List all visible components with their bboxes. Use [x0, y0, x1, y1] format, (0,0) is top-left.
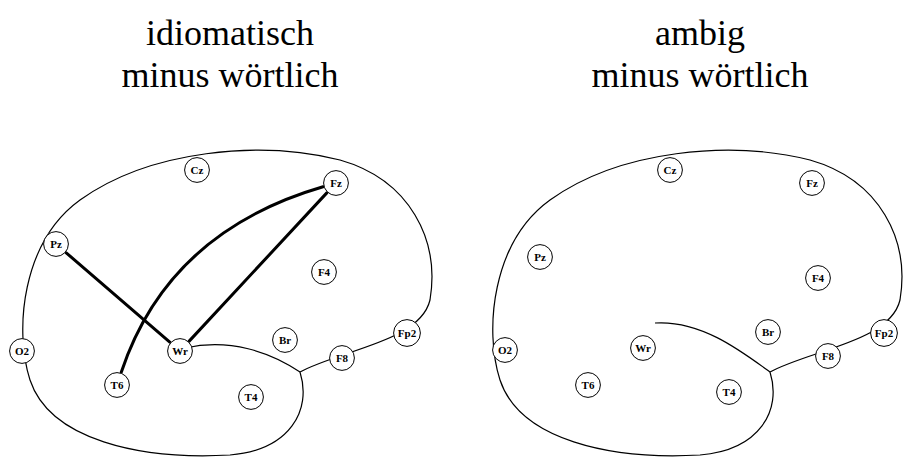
electrode-circle: O2 — [492, 337, 518, 363]
electrode-ring — [44, 232, 69, 257]
coherence-line — [66, 253, 170, 342]
electrode-label: Fz — [330, 177, 342, 189]
electrode-ring — [10, 339, 35, 364]
electrode-label: F4 — [318, 266, 330, 278]
electrode-label: Br — [279, 334, 291, 346]
head-outline-left — [23, 150, 432, 455]
electrode-label: Fp2 — [875, 327, 893, 339]
electrode-label: Pz — [50, 238, 62, 250]
electrode-label: O2 — [15, 345, 29, 357]
electrode-circle: F4 — [311, 259, 337, 285]
electrode-ring — [185, 158, 210, 183]
electrode-ring — [330, 346, 355, 371]
electrode-circle: O2 — [9, 338, 35, 364]
electrode-circle: Wr — [630, 335, 656, 361]
electrode-ring — [816, 344, 841, 369]
electrode-ring — [324, 171, 349, 196]
electrode-circle: Pz — [527, 244, 553, 270]
electrode-circle: Fz — [323, 170, 349, 196]
electrode-label: F8 — [822, 350, 834, 362]
coherence-line — [189, 193, 327, 341]
electrode-label: Cz — [191, 164, 204, 176]
electrode-circle: F8 — [815, 343, 841, 369]
electrode-ring — [576, 373, 601, 398]
electrode-circle: T6 — [104, 372, 130, 398]
electrode-label: O2 — [498, 344, 512, 356]
electrode-ring — [806, 266, 831, 291]
electrode-ring — [800, 171, 825, 196]
electrode-label: T6 — [111, 379, 124, 391]
electrode-label: F4 — [812, 272, 824, 284]
electrode-circle: Fp2 — [393, 319, 421, 347]
head-contour — [493, 150, 902, 455]
electrode-circle: Pz — [43, 231, 69, 257]
electrode-ring — [493, 338, 518, 363]
electrode-circle: T4 — [238, 384, 264, 410]
electrode-ring — [756, 320, 781, 345]
electrode-label: Wr — [172, 345, 188, 357]
electrode-circle: Fp2 — [870, 319, 898, 347]
head-outline-right — [493, 150, 902, 455]
electrode-label: T6 — [582, 379, 595, 391]
electrode-circle: Br — [755, 319, 781, 345]
electrode-label: Br — [762, 326, 774, 338]
electrode-ring — [273, 328, 298, 353]
electrode-ring — [871, 320, 898, 347]
coherence-line — [121, 187, 323, 372]
electrode-label: Pz — [534, 251, 546, 263]
panel-title: idiomatisch minus wörtlich — [20, 12, 440, 96]
electrode-label: Cz — [664, 164, 677, 176]
electrode-ring — [105, 373, 130, 398]
electrode-ring — [631, 336, 656, 361]
electrode-ring — [312, 260, 337, 285]
electrode-circle: Br — [272, 327, 298, 353]
head-contour — [23, 150, 432, 455]
electrode-label: F8 — [336, 352, 348, 364]
electrode-circle: F4 — [805, 265, 831, 291]
electrode-label: Fz — [806, 177, 818, 189]
electrode-circle: Fz — [799, 170, 825, 196]
electrode-ring — [168, 339, 193, 364]
electrode-label: T4 — [245, 391, 258, 403]
electrode-circle: T4 — [716, 379, 742, 405]
electrode-ring — [394, 320, 421, 347]
electrode-ring — [717, 380, 742, 405]
electrode-circle: Wr — [167, 338, 193, 364]
electrode-ring — [528, 245, 553, 270]
electrode-label: T4 — [723, 386, 736, 398]
electrode-label: Wr — [635, 342, 651, 354]
panel-title: ambig minus wörtlich — [490, 12, 910, 96]
electrode-circle: Cz — [184, 157, 210, 183]
temporal-line — [655, 323, 770, 372]
electrode-circle: F8 — [329, 345, 355, 371]
electrode-label: Fp2 — [398, 327, 416, 339]
electrode-ring — [658, 158, 683, 183]
electrode-ring — [239, 385, 264, 410]
electrode-circle: T6 — [575, 372, 601, 398]
electrode-circle: Cz — [657, 157, 683, 183]
